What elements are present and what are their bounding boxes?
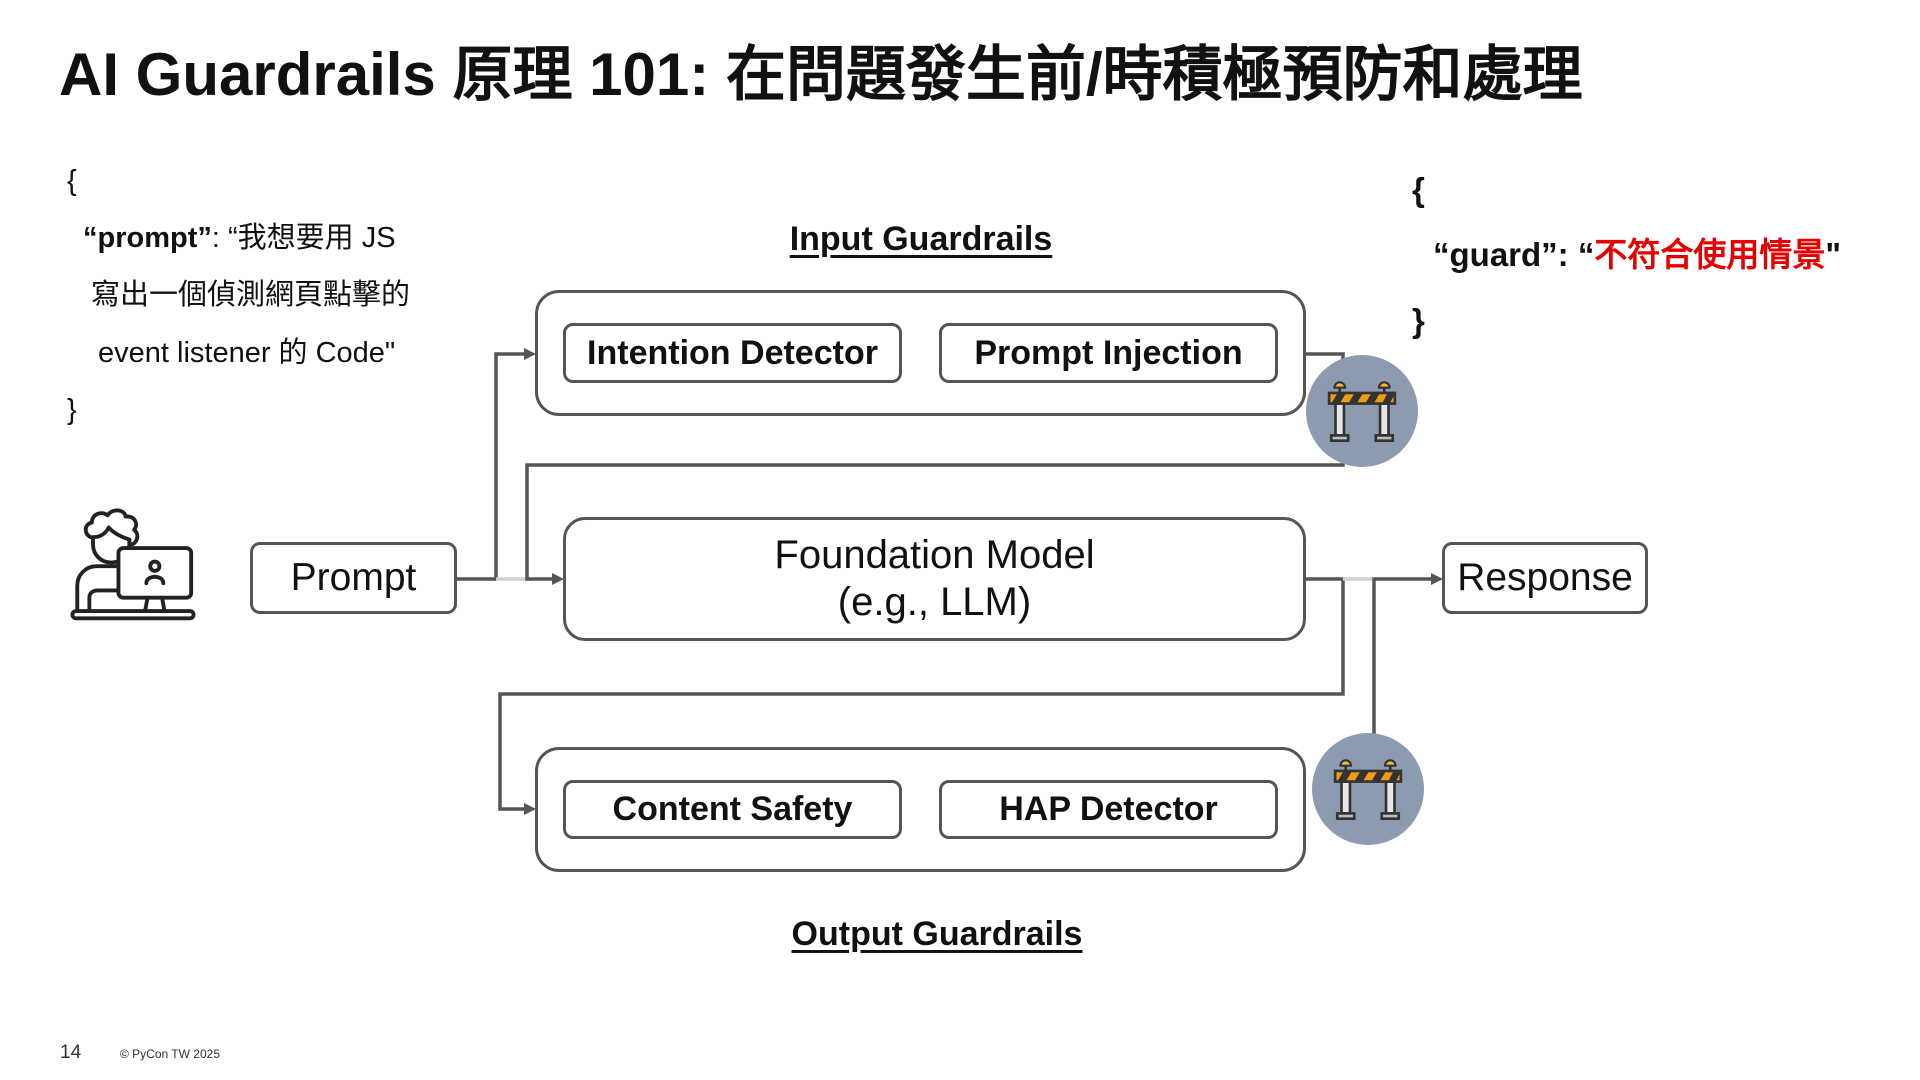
page-number: 14 bbox=[60, 1042, 82, 1063]
arrowhead-input-guardrails bbox=[524, 348, 536, 360]
prompt-value-line-1: “我想要用 JS bbox=[228, 222, 396, 254]
guard-json-close-brace: } bbox=[1412, 302, 1425, 339]
prompt-key: “prompt” bbox=[83, 222, 212, 254]
foundation-model-box: Foundation Model (e.g., LLM) bbox=[563, 517, 1306, 641]
prompt-value-line-3: event listener 的 Code" bbox=[98, 337, 396, 369]
response-node: Response bbox=[1442, 542, 1648, 614]
guard-value-end-quote: " bbox=[1825, 236, 1841, 273]
connector-prompt-to-input-guardrails bbox=[457, 352, 526, 581]
copyright-notice: © PyCon TW 2025 bbox=[120, 1047, 220, 1061]
arrowhead-output-guardrails bbox=[524, 803, 536, 815]
foundation-model-example: (e.g., LLM) bbox=[837, 580, 1032, 624]
connector-foundation-model-to-output-guardrails bbox=[498, 577, 1345, 811]
road-barrier-icon bbox=[1333, 759, 1403, 821]
prompt-separator: : bbox=[211, 222, 228, 254]
output-guardrails-label: Output Guardrails bbox=[791, 915, 1083, 953]
guard-json-line: “guard”: “不符合使用情景" bbox=[1433, 235, 1841, 275]
slide-title: AI Guardrails 原理 101: 在問題發生前/時積極預防和處理 bbox=[59, 41, 1583, 108]
intention-detector-module: Intention Detector bbox=[563, 323, 902, 383]
person-at-computer-icon bbox=[70, 508, 196, 622]
request-json-line-1: “prompt”: “我想要用 JS bbox=[83, 221, 396, 255]
request-json-close-brace: } bbox=[67, 394, 77, 426]
prompt-value-line-2: 寫出一個偵測網頁點擊的 bbox=[91, 279, 411, 311]
input-gate bbox=[1306, 355, 1418, 467]
guard-key: “guard”: “ bbox=[1433, 236, 1595, 273]
connector-output-guardrails-to-response bbox=[1372, 577, 1432, 789]
guard-json-open-brace: { bbox=[1412, 171, 1425, 208]
foundation-model-name: Foundation Model bbox=[774, 533, 1095, 577]
arrowhead-foundation-model bbox=[552, 573, 564, 585]
input-guardrails-label: Input Guardrails bbox=[789, 220, 1053, 258]
guard-value: 不符合使用情景 bbox=[1594, 236, 1826, 273]
road-barrier-icon bbox=[1327, 381, 1397, 443]
prompt-injection-module: Prompt Injection bbox=[939, 323, 1278, 383]
arrowhead-response bbox=[1431, 573, 1443, 585]
content-safety-module: Content Safety bbox=[563, 780, 902, 839]
request-json-open-brace: { bbox=[67, 165, 77, 197]
output-gate bbox=[1312, 733, 1424, 845]
prompt-node: Prompt bbox=[250, 542, 457, 614]
hap-detector-module: HAP Detector bbox=[939, 780, 1278, 839]
connector-input-guardrails-to-foundation-model bbox=[525, 352, 1345, 581]
